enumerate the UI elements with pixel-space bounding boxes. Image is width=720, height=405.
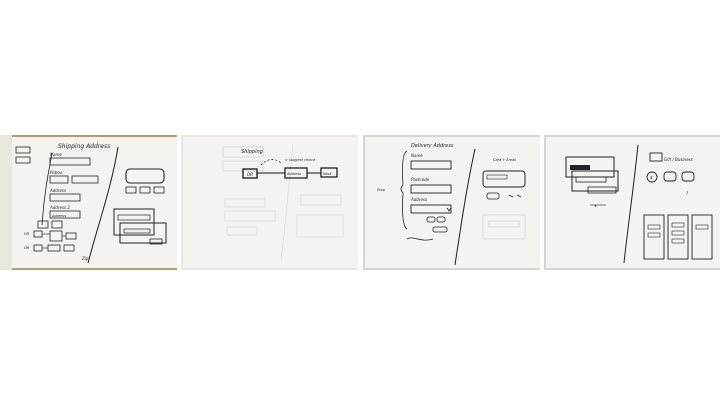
- sketch-4-drawing: ∗ Gift / Business $ ?: [544, 135, 720, 270]
- sketch-1-drawing: Shipping Address Name Pobox Address Addr…: [0, 135, 177, 270]
- sketch-4-dollar: $: [650, 175, 653, 180]
- sketch-2-next: Next: [323, 172, 332, 176]
- sketch-photo-3: Delivery Address Step Name Postcode Addr…: [363, 135, 540, 270]
- sketch-3-step: Step: [377, 188, 386, 192]
- sketch-photo-2: Shipping OR > suggest choice Address Nex…: [181, 135, 358, 270]
- sketch-2-or: OR: [247, 172, 253, 177]
- sketch-photo-1: Shipping Address Name Pobox Address Addr…: [0, 135, 177, 270]
- sketch-1-label-address2: Address 2: [49, 205, 70, 210]
- sketch-1-label-name: Name: [50, 152, 62, 157]
- sketch-3-heading: Delivery Address: [411, 143, 454, 149]
- sketch-1-label-zip: Zip: [81, 256, 89, 261]
- sketch-3-label-address: Address: [410, 197, 427, 202]
- sketch-3-label-postcode: Postcode: [411, 177, 430, 182]
- sketch-3-drawing: Delivery Address Step Name Postcode Addr…: [363, 135, 540, 270]
- sketch-2-address: Address: [286, 172, 301, 176]
- sketch-1-label-pobox: Pobox: [50, 170, 63, 175]
- sketch-4-question: ?: [686, 191, 689, 196]
- sketch-2-heading: Shipping: [241, 149, 263, 155]
- sketch-2-suggest: > suggest choice: [285, 158, 315, 162]
- sketch-4-asterisk: ∗: [594, 203, 597, 208]
- sketch-1-or-2: OR: [24, 246, 30, 250]
- sketch-3-label-name: Name: [411, 153, 423, 158]
- sketch-1-heading: Shipping Address: [58, 143, 110, 150]
- sketch-3-card-email: Card + Email: [493, 158, 516, 162]
- sketch-1-label-address: Address: [49, 188, 66, 193]
- sketch-photo-4: ∗ Gift / Business $ ?: [544, 135, 720, 270]
- sketch-1-or-1: OR: [24, 232, 30, 236]
- sketch-4-heading: Gift / Business: [664, 157, 693, 162]
- sketch-1-label-address3: Address: [51, 214, 66, 218]
- sketch-2-drawing: Shipping OR > suggest choice Address Nex…: [181, 135, 358, 270]
